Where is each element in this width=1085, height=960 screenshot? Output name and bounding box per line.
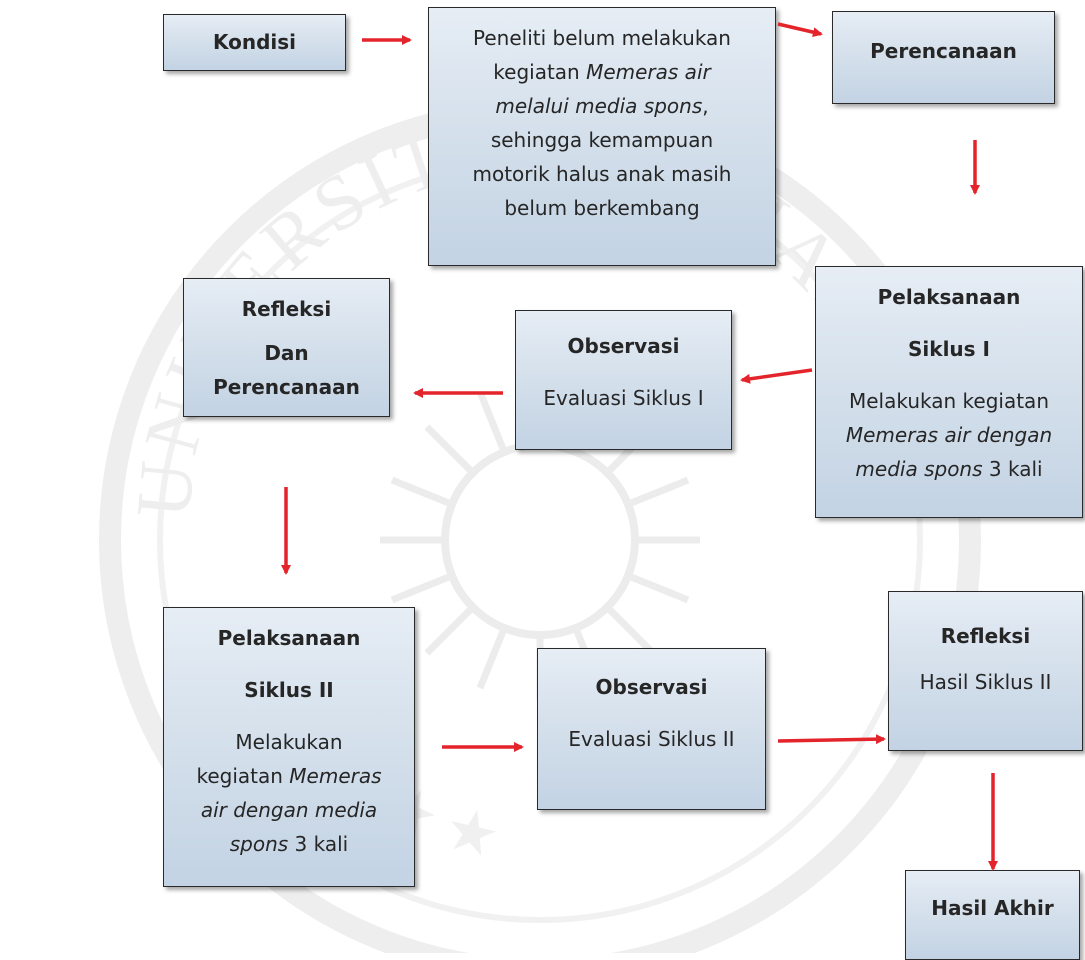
refleksi2-desc: Hasil Siklus II <box>919 670 1052 694</box>
pelaksanaan-siklus-1-box: Pelaksanaan Siklus I Melakukan kegiatan … <box>815 266 1083 518</box>
hasil-akhir-box: Hasil Akhir <box>905 870 1080 960</box>
pelaksanaan1-title: Pelaksanaan <box>877 285 1021 309</box>
pelaksanaan1-line3: media spons 3 kali <box>855 457 1043 481</box>
observasi2-desc: Evaluasi Siklus II <box>568 727 735 751</box>
kondisi-desc-line3: melalui media spons, <box>495 94 709 118</box>
pelaksanaan2-line1: Melakukan <box>235 730 343 754</box>
refleksi1-line1: Refleksi <box>241 297 332 321</box>
pelaksanaan2-subtitle: Siklus II <box>244 678 334 702</box>
refleksi2-title: Refleksi <box>940 624 1031 648</box>
kondisi-desc-line4: sehingga kemampuan <box>490 128 714 152</box>
refleksi1-line2: Dan <box>264 341 309 365</box>
observasi2-title: Observasi <box>595 675 708 699</box>
observasi-siklus-1-box: Observasi Evaluasi Siklus I <box>515 310 732 450</box>
kondisi-desc-line1: Peneliti belum melakukan <box>473 26 731 50</box>
pelaksanaan1-line1: Melakukan kegiatan <box>849 389 1049 413</box>
pelaksanaan1-subtitle: Siklus I <box>908 337 990 361</box>
kondisi-desc-line6: belum berkembang <box>504 196 700 220</box>
kondisi-desc-line5: motorik halus anak masih <box>472 162 732 186</box>
kondisi-title: Kondisi <box>212 30 297 54</box>
kondisi-box: Kondisi <box>163 14 346 71</box>
kondisi-description-box: Peneliti belum melakukan kegiatan Memera… <box>428 7 776 266</box>
pelaksanaan2-title: Pelaksanaan <box>217 626 361 650</box>
perencanaan-box: Perencanaan <box>832 11 1055 104</box>
perencanaan-title: Perencanaan <box>870 39 1017 63</box>
pelaksanaan2-line3: air dengan media <box>200 798 378 822</box>
refleksi-siklus-2-box: Refleksi Hasil Siklus II <box>888 591 1083 751</box>
pelaksanaan2-line2: kegiatan Memeras <box>196 764 382 788</box>
refleksi1-line3: Perencanaan <box>213 375 360 399</box>
observasi-siklus-2-box: Observasi Evaluasi Siklus II <box>537 648 766 810</box>
observasi1-title: Observasi <box>567 334 680 358</box>
hasil-akhir-title: Hasil Akhir <box>931 896 1054 920</box>
kondisi-desc-line2: kegiatan Memeras air <box>493 60 711 84</box>
pelaksanaan2-line4: spons 3 kali <box>229 832 349 856</box>
pelaksanaan-siklus-2-box: Pelaksanaan Siklus II Melakukan kegiatan… <box>163 607 415 887</box>
pelaksanaan1-line2: Memeras air dengan <box>845 423 1053 447</box>
refleksi-perencanaan-box: Refleksi Dan Perencanaan <box>183 278 390 417</box>
observasi1-desc: Evaluasi Siklus I <box>543 386 704 410</box>
